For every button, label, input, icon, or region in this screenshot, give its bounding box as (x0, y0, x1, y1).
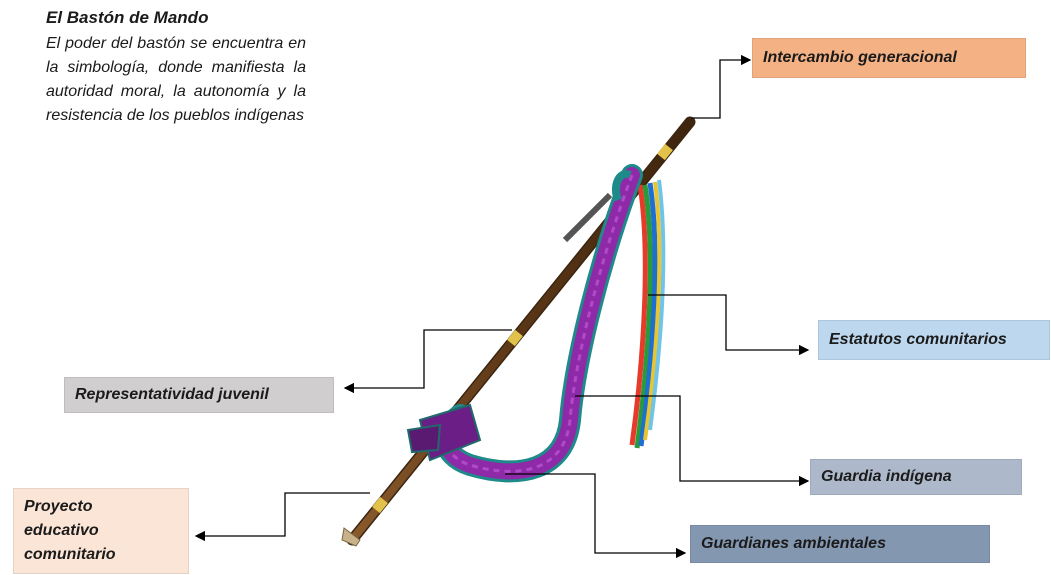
label-proyecto-line2: educativo (24, 522, 99, 539)
label-proyecto-line3: comunitario (24, 546, 116, 563)
connector-guardia (575, 395, 810, 487)
label-proyecto-educativo-comunitario: Proyecto educativo comunitario (13, 488, 189, 574)
label-intercambio-generacional: Intercambio generacional (752, 38, 1026, 78)
intro-title: El Bastón de Mando (46, 8, 209, 27)
label-guardia-text: Guardia indígena (821, 468, 952, 485)
woven-sash (406, 164, 643, 483)
connector-representatividad (343, 329, 512, 394)
intro-body: El poder del bastón se encuentra en la s… (46, 35, 306, 124)
connector-lines (194, 54, 810, 559)
label-guardia-indigena: Guardia indígena (810, 459, 1022, 495)
hanging-ribbons (629, 179, 666, 449)
connector-intercambio (692, 54, 752, 119)
staff-tip (341, 527, 361, 547)
connector-guardianes (505, 473, 687, 559)
label-representatividad-juvenil: Representatividad juvenil (64, 377, 334, 413)
label-guardianes-ambientales: Guardianes ambientales (690, 525, 990, 563)
label-estatutos-text: Estatutos comunitarios (829, 331, 1007, 348)
label-guardianes-text: Guardianes ambientales (701, 535, 886, 552)
label-estatutos-comunitarios: Estatutos comunitarios (818, 320, 1050, 360)
intro-text-block: El Bastón de Mando El poder del bastón s… (46, 8, 306, 128)
staff-band-bottom (372, 496, 388, 514)
label-proyecto-line1: Proyecto (24, 498, 93, 515)
staff-band-middle (507, 329, 523, 347)
staff-band-top (657, 143, 673, 161)
connector-proyecto (194, 492, 370, 542)
label-intercambio-text: Intercambio generacional (763, 49, 957, 66)
connector-estatutos (648, 294, 810, 356)
label-representatividad-text: Representatividad juvenil (75, 386, 269, 403)
